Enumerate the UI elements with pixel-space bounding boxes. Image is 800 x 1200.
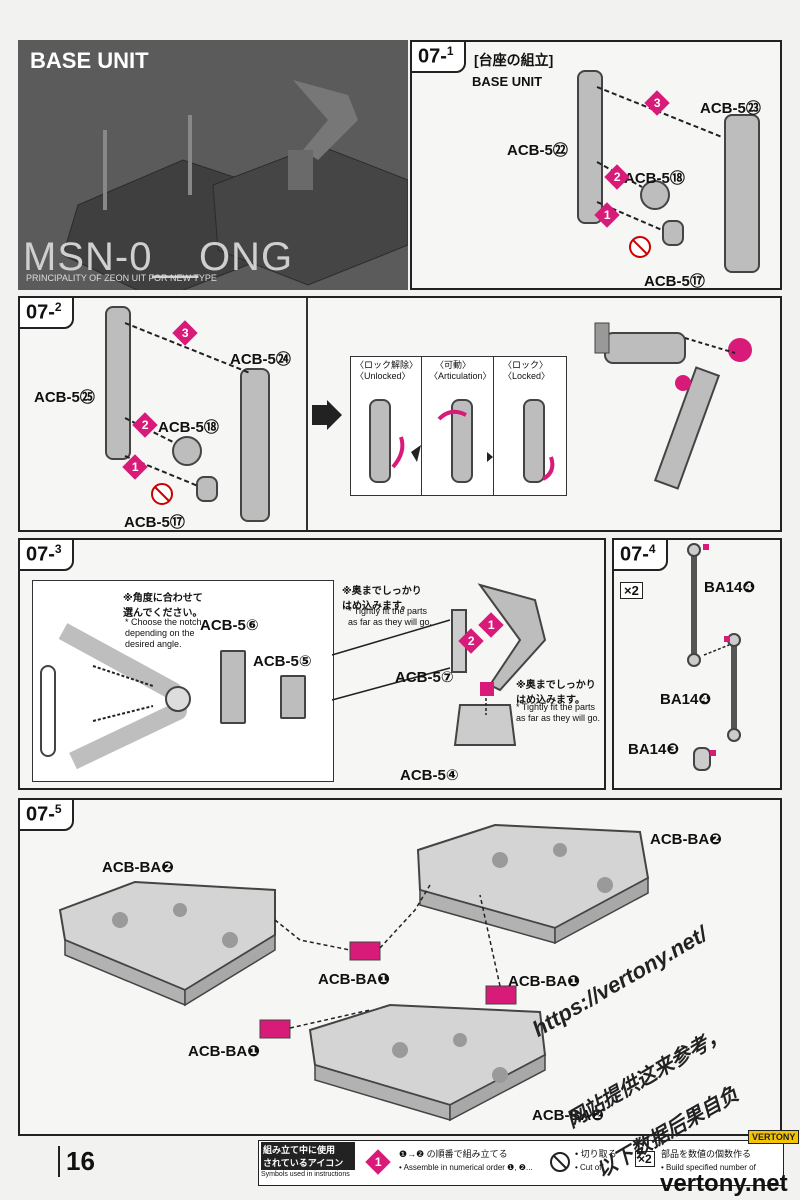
state-locked-en: 〈Locked〉 (503, 371, 551, 381)
legend-assemble-en: • Assemble in numerical order ❶, ❷... (399, 1163, 533, 1172)
legend-order-icon: 1 (365, 1149, 391, 1175)
qty-badge: ×2 (620, 582, 643, 599)
step-07-2-panel: 07-2 ACB-5㉔ ACB-5㉕ ACB-5⑱ ACB-5⑰ 3 2 1 〈… (18, 296, 782, 532)
step-sub: 1 (446, 44, 454, 58)
callout-line (331, 583, 547, 746)
step-07-5-panel: 07-5 ACB-BA❷ ACB-BA❷ ACB-BA❶ ACB-BA❶ ACB… (18, 798, 782, 1136)
note-fit2-en: * Tightly fit the parts as far as they w… (516, 702, 601, 723)
legend-title-en: Symbols used in instructions (261, 1171, 350, 1178)
legend-cut-en: • Cut off (575, 1163, 604, 1172)
label-acb5-4: ACB-5④ (400, 767, 459, 784)
legend-title-jp: 組み立て中に使用 されているアイコン (261, 1142, 355, 1170)
step-07-2-tab: 07-2 (20, 298, 74, 329)
page-number: 16 (58, 1146, 95, 1177)
hero-sub-text: PRINCIPALITY OF ZEON UIT FOR NEW TYPE (26, 273, 217, 283)
label-ba14-4b: BA14❹ (660, 691, 712, 708)
label-acb-ba1-left: ACB-BA❶ (188, 1043, 260, 1060)
step-07-1-title-jp: [台座の組立] (474, 52, 554, 68)
footer: 16 組み立て中に使用 されているアイコン Symbols used in in… (18, 1130, 800, 1186)
step-07-2-arrows (124, 322, 251, 505)
part-acb5-17 (662, 220, 684, 246)
articulation-arm-illustration (594, 322, 752, 490)
note-angle-jp: ※角度に合わせて 選んでください。 (123, 593, 203, 619)
part-acb5-22 (577, 70, 603, 224)
step-07-3-tab: 07-3 (20, 540, 74, 571)
hero-big-text: MSN-0__ONG (23, 235, 294, 279)
note-fit2-jp: ※奥までしっかり はめ込みます。 (516, 680, 596, 706)
note-angle-en: * Choose the notch depending on the desi… (125, 617, 202, 649)
step-number: 07- (26, 803, 55, 826)
big-right-arrow-icon (312, 400, 342, 430)
label-ba14-4a: BA14❹ (704, 579, 756, 596)
ba14-parts-illustration (687, 543, 741, 771)
label-acb-ba2-left: ACB-BA❷ (102, 859, 174, 876)
step-07-1-title-en: BASE UNIT (472, 74, 543, 89)
label-acb5-18b: ACB-5⑱ (158, 419, 219, 436)
step-sub: 4 (648, 542, 656, 556)
step-07-3-panel: 07-3 ※角度に合わせて 選んでください。 * Choose the notc… (18, 538, 606, 790)
label-ba14-3: BA14❸ (628, 741, 680, 758)
part-acb5-17b (196, 476, 218, 502)
label-acb5-17b: ACB-5⑰ (124, 514, 185, 531)
part-acb5-18 (640, 180, 670, 210)
step-07-1-arrows (596, 86, 723, 258)
part-acb5-6 (220, 650, 246, 724)
step-number: 07- (418, 45, 447, 68)
legend-cut-icon (550, 1152, 570, 1172)
state-unlocked-en: 〈Unlocked〉 (355, 371, 411, 381)
hex-plates-illustration (58, 823, 650, 1122)
step-07-4-panel: 07-4 ×2 BA14❹ BA14❹ BA14❸ (612, 538, 782, 790)
legend-qty-jp: 部品を数値の個数作る (661, 1149, 752, 1159)
label-acb-ba1-center: ACB-BA❶ (318, 971, 390, 988)
note-fit1-en: * Tightly fit the parts as far as they w… (348, 606, 433, 627)
notch-illustration (40, 623, 191, 770)
step-07-1-tab: 07-1 (412, 42, 466, 73)
label-acb5-22: ACB-5㉒ (507, 142, 568, 159)
legend-assemble-jp: ❶→❷ の順番で組み立てる (399, 1149, 508, 1159)
step-number: 07- (26, 301, 55, 324)
step-sub: 3 (54, 542, 62, 556)
legend-qty-icon: ×2 (635, 1151, 655, 1167)
state-articulation-en: 〈Articulation〉 (429, 371, 492, 381)
step-number: 07- (26, 543, 55, 566)
label-acb5-5: ACB-5⑤ (253, 653, 312, 670)
state-locked-jp: 〈ロック〉 (503, 360, 549, 370)
legend-qty-en: • Build specified number of (661, 1163, 756, 1172)
label-acb-ba2-right: ACB-BA❷ (650, 831, 722, 848)
part-acb5-5 (280, 675, 306, 719)
part-acb5-25 (105, 306, 131, 460)
label-acb5-7: ACB-5⑦ (395, 669, 454, 686)
legend-cut-jp: • 切り取る (575, 1149, 617, 1159)
step-sub: 5 (54, 802, 62, 816)
brand-badge: VERTONY (748, 1130, 800, 1144)
icon-legend: 組み立て中に使用 されているアイコン Symbols used in instr… (258, 1140, 784, 1186)
label-acb5-23: ACB-5㉓ (700, 100, 761, 117)
step-sub: 2 (54, 300, 62, 314)
part-acb5-24 (240, 368, 270, 522)
label-acb-ba1-right: ACB-BA❶ (508, 973, 580, 990)
state-unlocked-jp: 〈ロック解除〉 (355, 360, 419, 370)
label-acb5-17: ACB-5⑰ (644, 273, 705, 290)
step-07-1-panel: 07-1 [台座の組立] BASE UNIT ACB-5㉓ ACB-5㉒ ACB… (410, 40, 782, 290)
state-articulation-jp: 〈可動〉 (435, 360, 472, 370)
part-acb5-23 (724, 114, 760, 273)
label-acb-ba2-bottom: ACB-BA❷ (532, 1107, 604, 1124)
step-07-5-tab: 07-5 (20, 800, 74, 831)
part-acb5-18b (172, 436, 202, 466)
lock-states-box: 〈ロック解除〉 〈Unlocked〉 〈可動〉 〈Articulation〉 〈… (350, 356, 567, 496)
label-acb5-25: ACB-5㉕ (34, 389, 95, 406)
base-photo-illustration (62, 80, 408, 290)
label-acb5-6: ACB-5⑥ (200, 617, 259, 634)
label-acb5-18: ACB-5⑱ (624, 170, 685, 187)
watermark-site: vertony.net (660, 1170, 788, 1197)
hero-photo: BASE UNIT MSN-0__ONG PRINCIPALITY OF ZEO… (18, 40, 408, 290)
step-07-4-tab: 07-4 (614, 540, 668, 571)
step-number: 07- (620, 543, 649, 566)
hero-title: BASE UNIT (30, 48, 149, 73)
label-acb5-24: ACB-5㉔ (230, 351, 291, 368)
note-fit1-jp: ※奥までしっかり はめ込みます。 (342, 586, 422, 612)
